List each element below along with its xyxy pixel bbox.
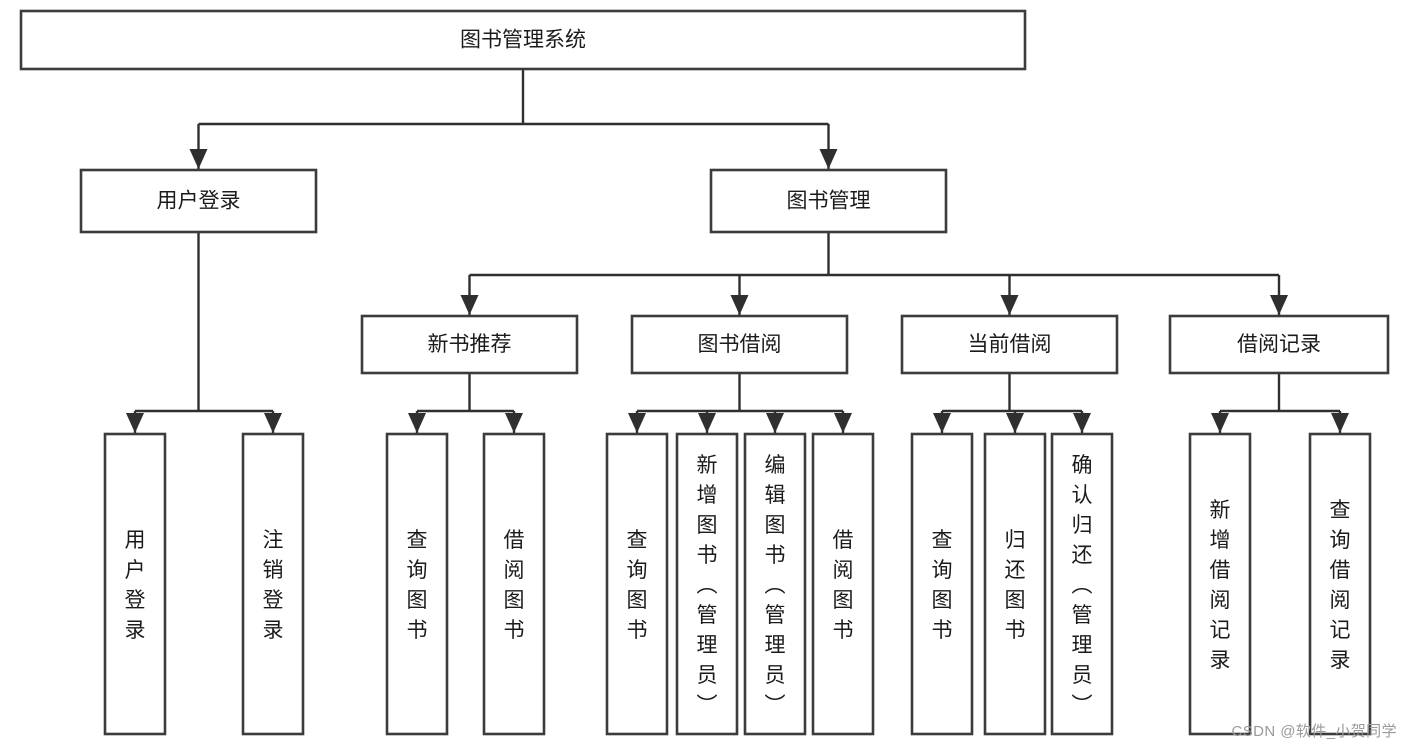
node-box [1188,432,1252,736]
arrow-head-icon [1000,295,1019,315]
arrow-head-icon [505,413,523,433]
node-box [709,168,948,234]
arrow-head-icon [730,295,749,315]
node-box [743,432,807,736]
node-box [241,432,305,736]
arrow-head-icon [1006,413,1024,433]
node-label: 新增图书︵管理员︶ [697,454,718,717]
watermark-text: CSDN @软件_小贺同学 [1231,723,1397,740]
node-box [910,432,974,736]
node-box [983,432,1047,736]
arrow-head-icon [1270,295,1288,315]
node-label: 查询图书 [932,529,953,642]
node-level3-新书推荐[interactable]: 新书推荐 [360,314,579,375]
node-leaf-查询图书[interactable]: 查询图书 [385,432,449,736]
node-root-图书管理系统[interactable]: 图书管理系统 [19,9,1027,71]
node-box [605,432,669,736]
node-leaf-借阅图书[interactable]: 借阅图书 [811,432,875,736]
node-leaf-查询借阅记录[interactable]: 查询借阅记录 [1308,432,1372,736]
node-label: 确认归还︵管理员︶ [1072,454,1093,717]
node-label: 图书管理 [787,190,871,213]
node-label: 查询图书 [627,529,648,642]
node-box [79,168,318,234]
node-label: 借阅图书 [833,529,854,642]
node-level2-用户登录[interactable]: 用户登录 [79,168,318,234]
arrow-head-icon [126,413,144,433]
node-box [1308,432,1372,736]
arrow-head-icon [189,149,208,169]
arrow-head-icon [834,413,852,433]
node-label: 用户登录 [157,190,241,213]
node-label: 图书借阅 [698,333,782,356]
node-leaf-新增借阅记录[interactable]: 新增借阅记录 [1188,432,1252,736]
node-box [675,432,739,736]
node-layer: 图书管理系统用户登录图书管理新书推荐图书借阅当前借阅借阅记录用户登录注销登录查询… [19,9,1390,736]
node-leaf-新增图书管理员[interactable]: 新增图书︵管理员︶ [675,432,739,736]
node-box [811,432,875,736]
node-label: 借阅图书 [504,529,525,642]
arrow-head-icon [460,295,479,315]
node-leaf-借阅图书[interactable]: 借阅图书 [482,432,546,736]
arrow-head-icon [628,413,646,433]
node-label: 编辑图书︵管理员︶ [765,454,786,717]
node-label: 查询借阅记录 [1330,499,1351,672]
arrow-head-icon [698,413,716,433]
arrow-head-icon [819,149,838,169]
node-leaf-归还图书[interactable]: 归还图书 [983,432,1047,736]
node-box [1050,432,1114,736]
node-leaf-查询图书[interactable]: 查询图书 [910,432,974,736]
arrow-head-icon [408,413,426,433]
arrow-head-icon [933,413,951,433]
node-label: 新书推荐 [428,333,512,356]
node-box [900,314,1119,375]
node-box [385,432,449,736]
node-label: 用户登录 [125,529,146,642]
node-box [630,314,849,375]
node-box [103,432,167,736]
node-leaf-确认归还管理员[interactable]: 确认归还︵管理员︶ [1050,432,1114,736]
node-leaf-注销登录[interactable]: 注销登录 [241,432,305,736]
node-leaf-编辑图书管理员[interactable]: 编辑图书︵管理员︶ [743,432,807,736]
arrow-head-icon [1211,413,1229,433]
node-level3-借阅记录[interactable]: 借阅记录 [1168,314,1390,375]
arrow-head-icon [264,413,282,433]
node-box [19,9,1027,71]
node-box [482,432,546,736]
arrow-head-icon [766,413,784,433]
node-label: 查询图书 [407,529,428,642]
node-label: 图书管理系统 [460,29,586,52]
arrow-head-icon [1331,413,1349,433]
node-level3-当前借阅[interactable]: 当前借阅 [900,314,1119,375]
node-box [1168,314,1390,375]
connector-layer [126,69,1349,433]
node-level2-图书管理[interactable]: 图书管理 [709,168,948,234]
node-label: 借阅记录 [1237,333,1321,356]
node-box [360,314,579,375]
node-label: 新增借阅记录 [1210,499,1231,672]
node-level3-图书借阅[interactable]: 图书借阅 [630,314,849,375]
node-leaf-用户登录[interactable]: 用户登录 [103,432,167,736]
node-label: 当前借阅 [968,333,1052,356]
node-label: 注销登录 [263,529,284,642]
node-label: 归还图书 [1005,529,1026,642]
arrow-head-icon [1073,413,1091,433]
node-leaf-查询图书[interactable]: 查询图书 [605,432,669,736]
